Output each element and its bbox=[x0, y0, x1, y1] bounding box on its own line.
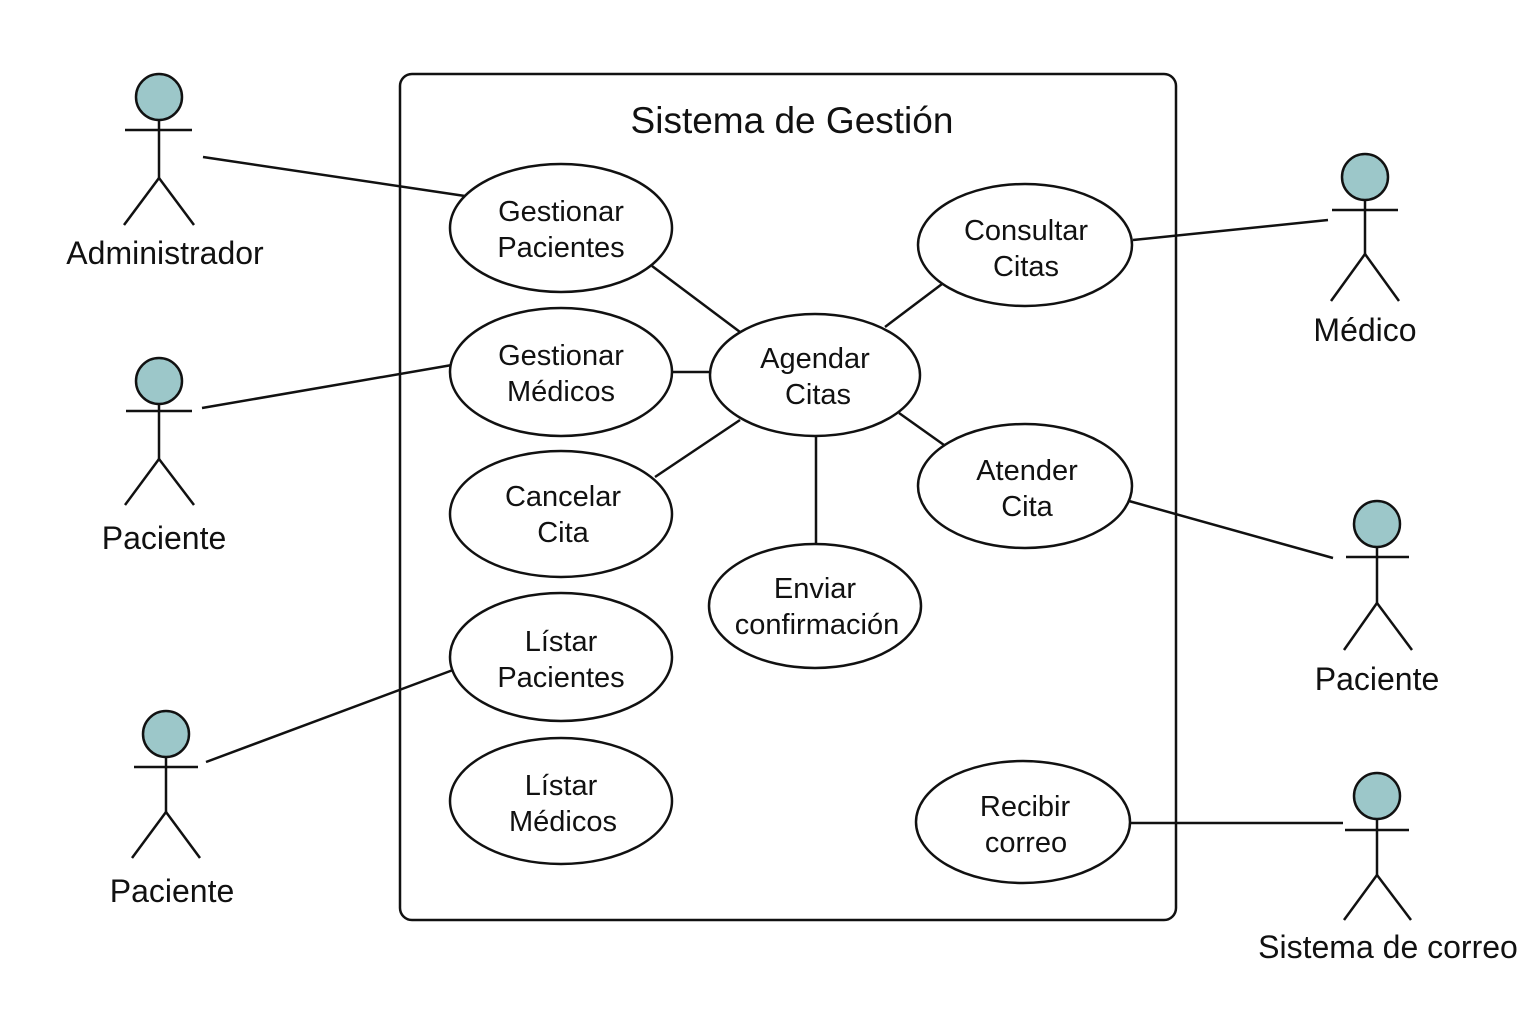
use-case-label: Cancelar bbox=[505, 481, 621, 513]
use-case-label: Lístar bbox=[525, 626, 598, 658]
actor-paciente[interactable]: Paciente bbox=[102, 356, 227, 556]
use-case-label: Lístar bbox=[525, 770, 598, 802]
use-case-cancelar-cita[interactable]: Cancelar Cita bbox=[448, 449, 674, 579]
use-case-label: confirmación bbox=[735, 609, 899, 641]
stick-figure-icon bbox=[123, 356, 195, 506]
actor-medico[interactable]: Médico bbox=[1313, 152, 1417, 348]
actor-administrador[interactable]: Administrador bbox=[66, 72, 264, 271]
actor-paciente[interactable]: Paciente bbox=[1315, 499, 1440, 697]
actor-label: Paciente bbox=[110, 873, 235, 909]
use-case-label: Cita bbox=[537, 517, 589, 549]
use-case-label: Cita bbox=[1001, 491, 1053, 523]
use-case-label: Recibir bbox=[980, 791, 1071, 823]
assoc-paciente-gestionar-medicos bbox=[201, 363, 453, 410]
rel-agendar-atender-cita bbox=[898, 411, 945, 447]
use-case-label: Agendar bbox=[760, 343, 870, 375]
use-case-enviar-confirmacion[interactable]: Enviar confirmación bbox=[707, 542, 923, 670]
assoc-medico-consultar-citas bbox=[1132, 218, 1329, 242]
rel-gestionar-pacientes-agendar bbox=[651, 265, 741, 333]
assoc-administrador-gestionar-pacientes bbox=[202, 155, 466, 198]
stick-figure-icon bbox=[122, 72, 196, 226]
use-case-label: Gestionar bbox=[498, 196, 624, 228]
use-case-label: Médicos bbox=[509, 806, 617, 838]
rel-cancelar-cita-agendar bbox=[654, 418, 741, 479]
actor-label: Administrador bbox=[66, 235, 264, 271]
system-title: Sistema de Gestión bbox=[631, 100, 954, 141]
use-case-label: Citas bbox=[785, 379, 851, 411]
use-case-agendar-citas[interactable]: Agendar Citas bbox=[708, 312, 922, 438]
use-case-listar-pacientes[interactable]: Lístar Pacientes bbox=[448, 591, 674, 723]
stick-figure-icon bbox=[1342, 499, 1414, 651]
use-case-listar-medicos[interactable]: Lístar Médicos bbox=[448, 736, 674, 866]
use-case-label: Pacientes bbox=[497, 232, 624, 264]
actor-label: Médico bbox=[1313, 312, 1416, 348]
use-case-label: correo bbox=[985, 827, 1067, 859]
rel-agendar-consultar-citas bbox=[884, 283, 943, 328]
assoc-paciente-atender-cita bbox=[1128, 499, 1334, 560]
actor-label: Paciente bbox=[1315, 661, 1440, 697]
assoc-paciente-listar-pacientes bbox=[205, 668, 454, 764]
use-case-recibir-correo[interactable]: Recibir correo bbox=[914, 759, 1132, 885]
use-case-gestionar-medicos[interactable]: Gestionar Médicos bbox=[448, 306, 674, 438]
actor-paciente[interactable]: Paciente bbox=[110, 709, 235, 909]
system-boundary bbox=[398, 72, 1178, 922]
use-case-label: Consultar bbox=[964, 215, 1088, 247]
use-case-consultar-citas[interactable]: Consultar Citas bbox=[916, 182, 1134, 308]
actor-sistema-de-correo[interactable]: Sistema de correo bbox=[1258, 771, 1518, 965]
stick-figure-icon bbox=[1342, 771, 1412, 921]
use-case-atender-cita[interactable]: Atender Cita bbox=[916, 422, 1134, 550]
use-case-label: Gestionar bbox=[498, 340, 624, 372]
use-case-label: Atender bbox=[976, 455, 1078, 487]
stick-figure-icon bbox=[130, 709, 202, 859]
use-case-gestionar-pacientes[interactable]: Gestionar Pacientes bbox=[448, 162, 674, 294]
use-case-label: Enviar bbox=[774, 573, 857, 605]
stick-figure-icon bbox=[1329, 152, 1401, 302]
use-case-label: Citas bbox=[993, 251, 1059, 283]
use-case-label: Médicos bbox=[507, 376, 615, 408]
actor-label: Paciente bbox=[102, 520, 227, 556]
actor-label: Sistema de correo bbox=[1258, 929, 1518, 965]
use-case-label: Pacientes bbox=[497, 662, 624, 694]
